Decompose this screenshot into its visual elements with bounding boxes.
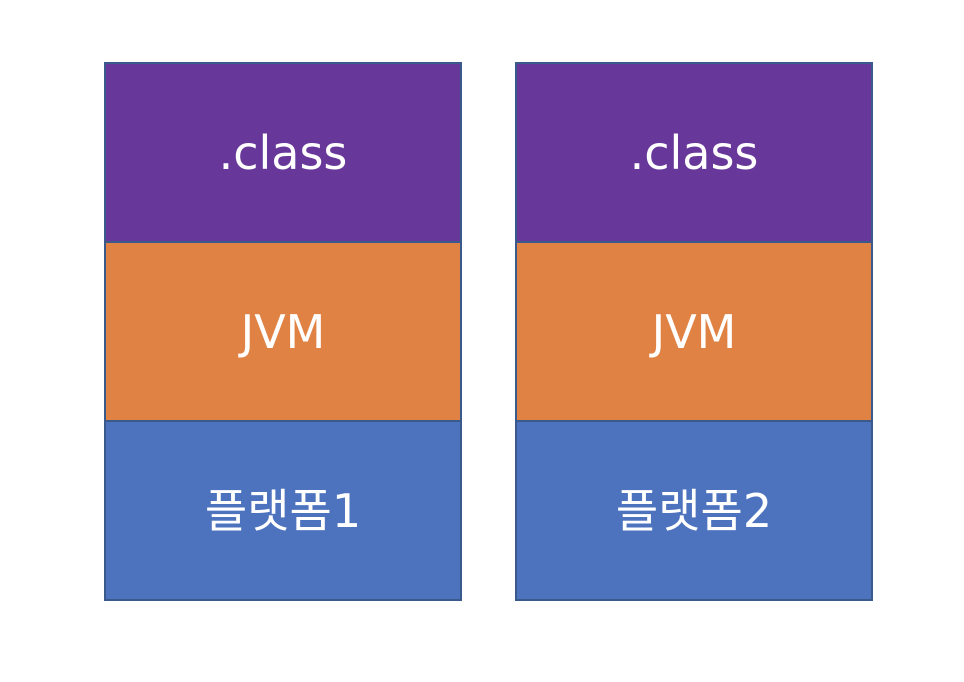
stack-right: .class JVM 플랫폼2 [515,62,873,601]
jvm-layer: JVM [106,243,460,420]
stack-left: .class JVM 플랫폼1 [104,62,462,601]
class-layer: .class [517,64,871,241]
jvm-layer-label: JVM [651,304,737,359]
platform-layer-label: 플랫폼2 [615,483,773,538]
platform-layer: 플랫폼1 [106,422,460,599]
jvm-layer: JVM [517,243,871,420]
class-layer-label: .class [218,125,348,180]
platform-layer-label: 플랫폼1 [204,483,362,538]
platform-layer: 플랫폼2 [517,422,871,599]
class-layer-label: .class [629,125,759,180]
jvm-layer-label: JVM [240,304,326,359]
class-layer: .class [106,64,460,241]
